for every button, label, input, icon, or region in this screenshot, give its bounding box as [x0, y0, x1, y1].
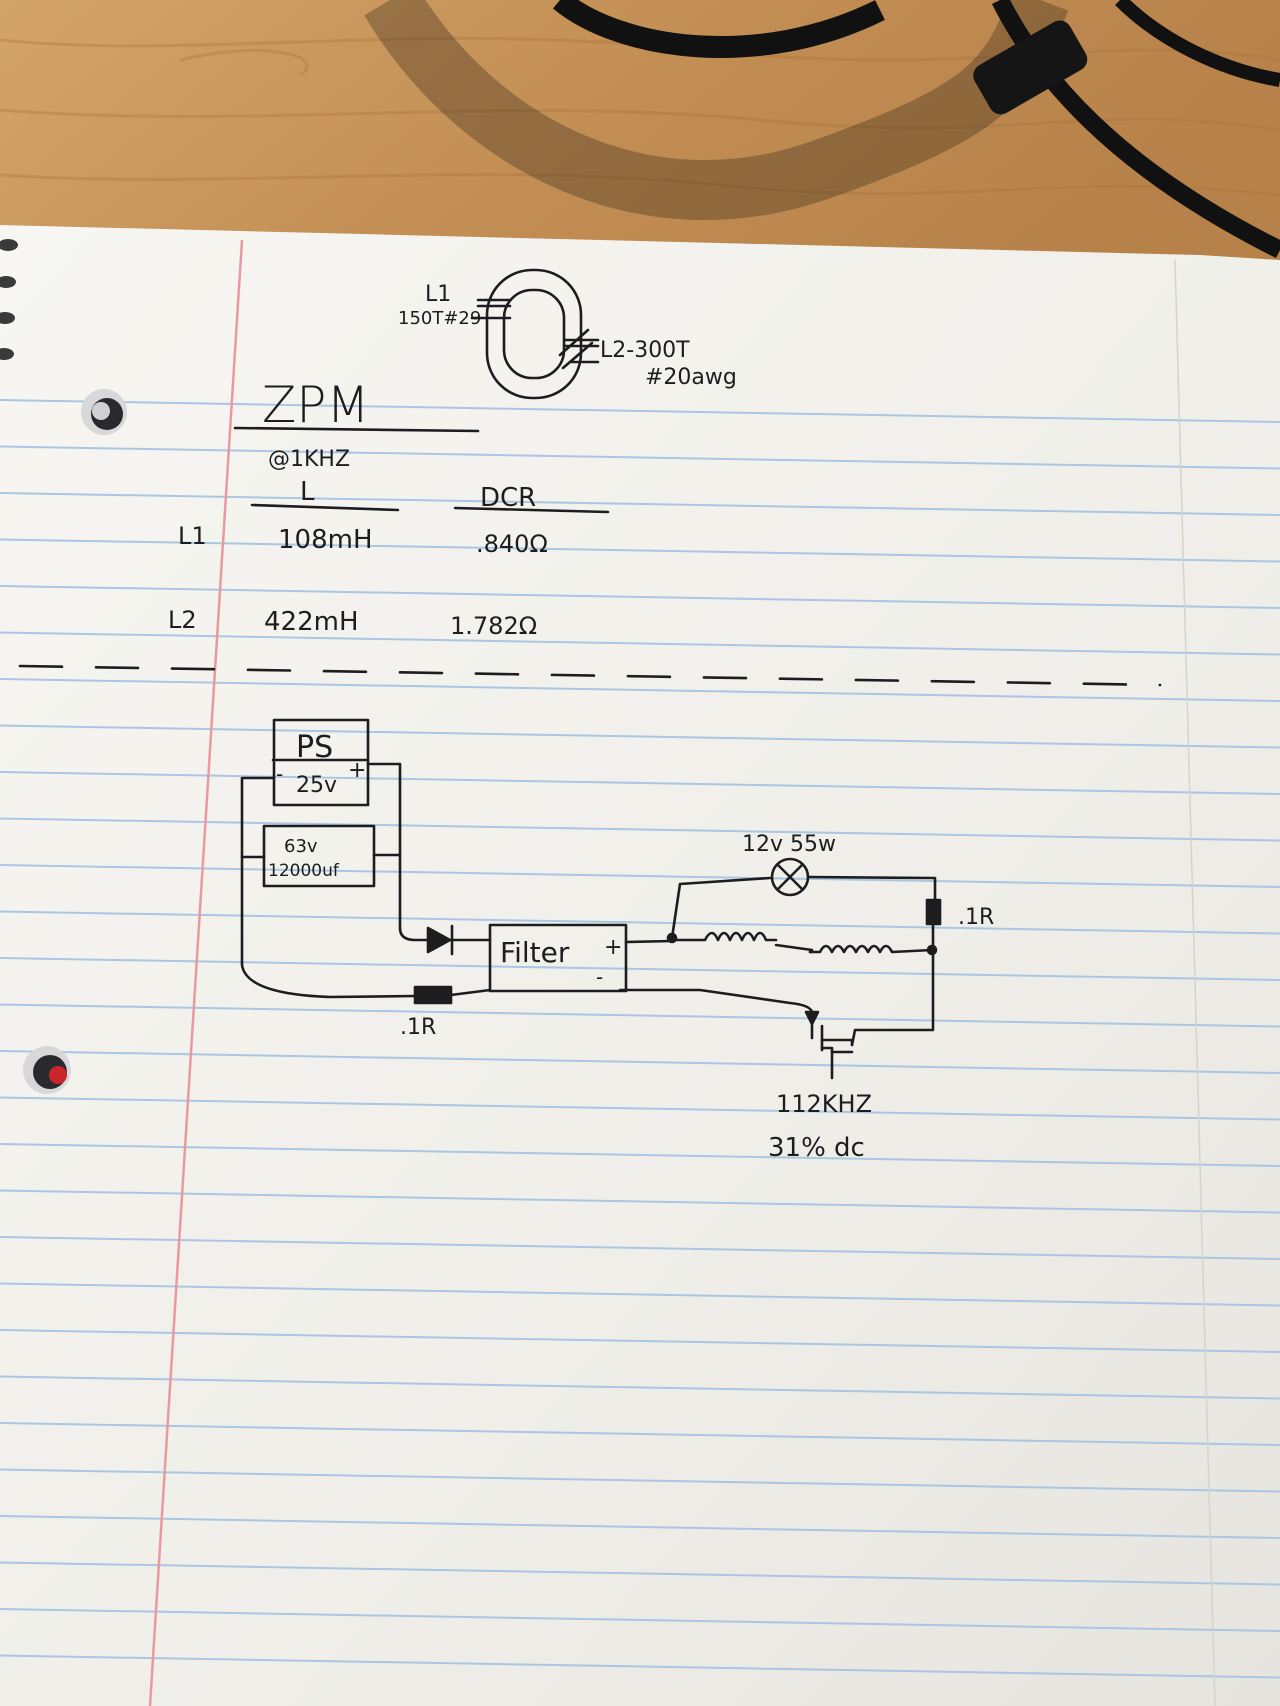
- right-margin-line: [1174, 259, 1216, 1706]
- ruled-line: [0, 1143, 1280, 1167]
- cable-plug: [973, 20, 1088, 115]
- margin-line: [148, 239, 244, 1706]
- col-dcr-header: DCR: [480, 483, 536, 513]
- ruled-line: [0, 817, 1280, 842]
- coil-l2-wire: #20awg: [645, 365, 737, 390]
- row-2-dcr: 1.782Ω: [450, 612, 537, 640]
- ink-drawing: [18, 268, 1162, 1080]
- ruled-line: [0, 1189, 1280, 1214]
- ruled-line: [0, 1050, 1280, 1074]
- title-underline: [233, 426, 480, 433]
- circuit-schematic: [240, 718, 942, 1080]
- ruled-lines: [0, 399, 1280, 1679]
- ruled-line: [0, 910, 1280, 935]
- transistor-icon: [804, 1010, 854, 1080]
- ruled-line: [0, 1003, 1280, 1028]
- lamp-label: 12v 55w: [742, 832, 836, 857]
- row-1-name: L1: [178, 522, 207, 550]
- coil-l1-spec: 150T#29: [398, 308, 481, 329]
- coil-l2-spec: L2-300T: [600, 338, 690, 363]
- shunt-resistor-right: [925, 898, 942, 926]
- cap-value: 12000uf: [268, 861, 340, 881]
- page-subtitle: @1KHZ: [268, 447, 350, 472]
- ruled-line: [0, 957, 1280, 981]
- handwritten-text: L1 150T#29 L2-300T #20awg ZPM @1KHZ L DC…: [168, 282, 994, 1163]
- black-cable: [552, 0, 885, 58]
- ruled-line: [0, 1515, 1280, 1539]
- ruled-line: [0, 399, 1280, 423]
- ruled-line: [0, 864, 1280, 888]
- toroid-core-icon: [470, 268, 600, 400]
- row-1-l: 108mH: [278, 525, 373, 555]
- filter-plus: +: [604, 935, 622, 960]
- row-1-dcr: .840Ω: [476, 530, 548, 558]
- shunt-right-label: .1R: [958, 905, 994, 930]
- punch-hole-top: [81, 389, 127, 435]
- ps-label: PS: [296, 730, 333, 765]
- row-2-name: L2: [168, 606, 197, 634]
- ruled-line: [0, 585, 1280, 609]
- ruled-line: [0, 1608, 1280, 1632]
- paper-sheet: [0, 225, 1280, 1706]
- ruled-line: [0, 1654, 1280, 1679]
- black-cable-2: [991, 0, 1280, 259]
- ruled-line: [0, 1375, 1280, 1400]
- col-dcr-underline: [453, 506, 610, 514]
- ruled-line: [0, 1561, 1280, 1586]
- ruled-line: [0, 1096, 1280, 1121]
- section-separator: [18, 664, 1162, 687]
- shunt-resistor-bottom: [413, 985, 453, 1005]
- punch-hole-bottom: [23, 1046, 71, 1094]
- pwm-duty: 31% dc: [768, 1133, 865, 1163]
- ruled-line: [0, 538, 1280, 563]
- col-l-underline: [250, 503, 400, 512]
- coil-l1-name: L1: [425, 282, 451, 307]
- ruled-line: [0, 771, 1280, 795]
- row-2-l: 422mH: [264, 607, 359, 637]
- ruled-line: [0, 1282, 1280, 1307]
- ruled-line: [0, 1329, 1280, 1353]
- ruled-line: [0, 1236, 1280, 1260]
- filter-label: Filter: [500, 936, 570, 969]
- shunt-bottom-label: .1R: [400, 1015, 436, 1040]
- filter-box: [488, 923, 628, 993]
- ruled-line: [0, 445, 1280, 470]
- coil-l2-icon: [808, 944, 934, 954]
- ps-minus: -: [276, 762, 283, 786]
- coil-l1-icon: [670, 931, 778, 942]
- diode-icon: [426, 926, 452, 954]
- ps-voltage: 25v: [296, 773, 337, 798]
- ruled-line: [0, 1422, 1280, 1446]
- pwm-frequency: 112KHZ: [776, 1090, 872, 1118]
- page-title: ZPM: [262, 376, 370, 434]
- ruled-line: [0, 1468, 1280, 1493]
- spiral-binding: [0, 239, 18, 360]
- filter-minus: -: [596, 965, 603, 989]
- col-l-header: L: [300, 477, 315, 507]
- black-cable-3: [1115, 0, 1280, 87]
- ps-plus: +: [348, 758, 366, 783]
- ruled-line: [0, 724, 1280, 749]
- cap-voltage: 63v: [284, 836, 318, 857]
- power-supply-box: [272, 718, 370, 807]
- ruled-line: [0, 492, 1280, 516]
- ruled-line: [0, 631, 1280, 656]
